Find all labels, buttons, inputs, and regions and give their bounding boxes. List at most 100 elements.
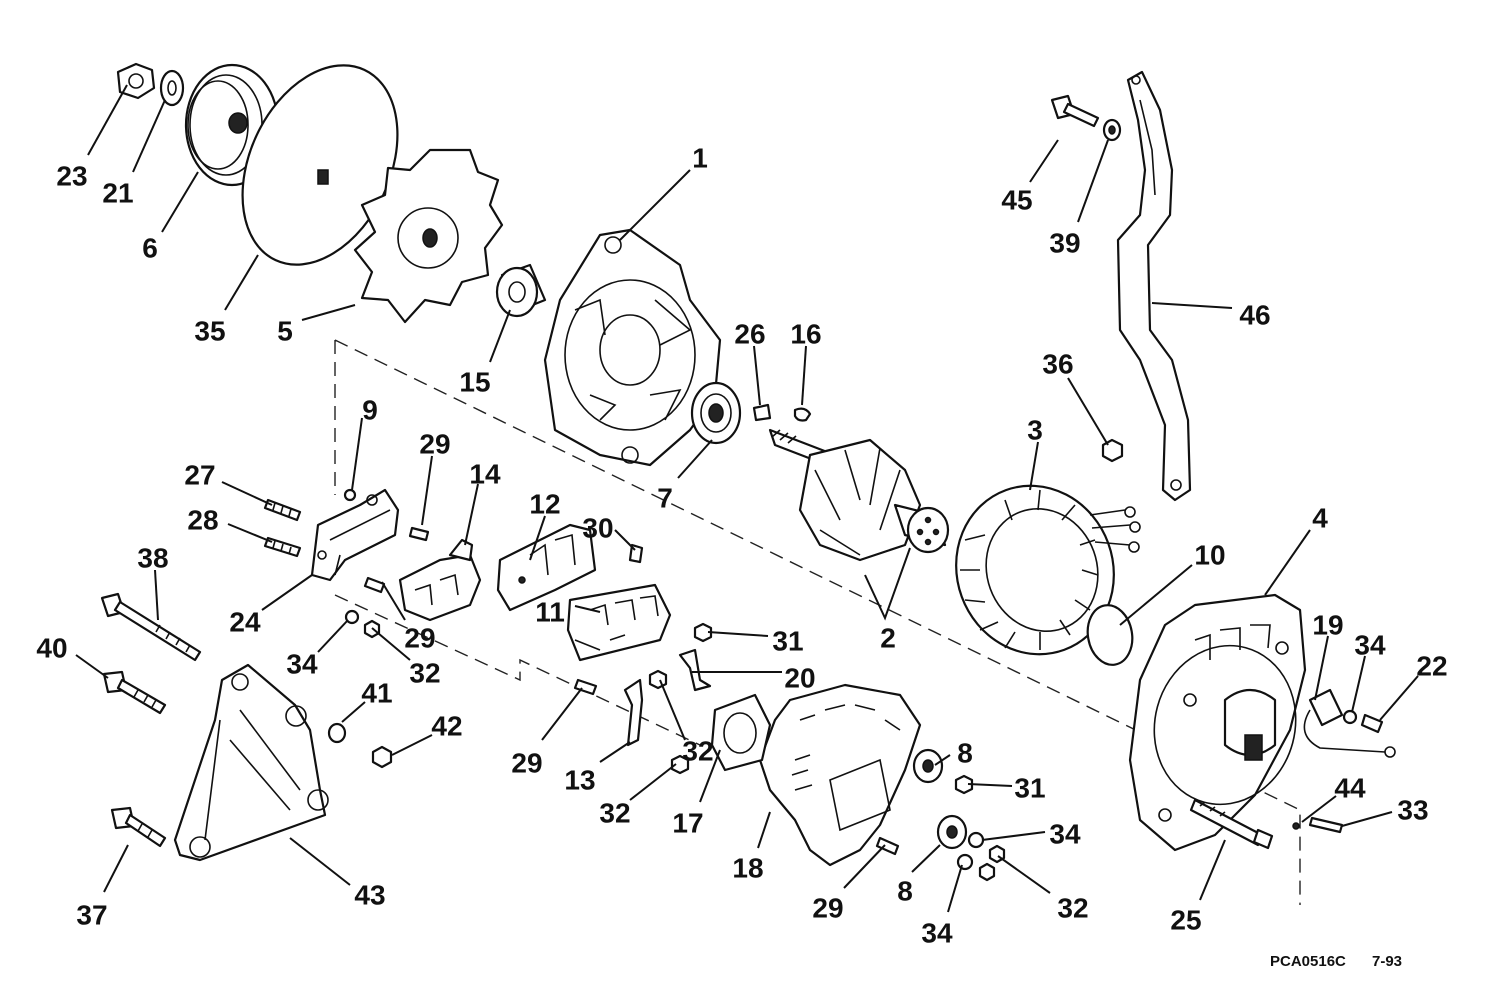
leader-line-25 xyxy=(1199,839,1226,901)
part-31-nut-lower xyxy=(954,774,974,795)
leader-line-32 xyxy=(371,627,411,661)
leader-line-38 xyxy=(154,569,159,621)
callout-41: 41 xyxy=(361,677,392,708)
callout-25: 25 xyxy=(1170,904,1201,935)
callout-34: 34 xyxy=(1049,818,1081,849)
leader-line-22 xyxy=(1379,675,1419,721)
leader-line-34 xyxy=(947,864,963,913)
part-32-nut-low xyxy=(670,754,690,775)
callout-14: 14 xyxy=(469,458,501,489)
leader-line-40 xyxy=(75,654,109,679)
leader-line-26 xyxy=(753,345,761,406)
callout-24: 24 xyxy=(229,606,261,637)
leader-line-32 xyxy=(659,679,686,741)
leader-line-11 xyxy=(574,605,601,613)
leader-line-23 xyxy=(87,84,128,156)
leader-line-15 xyxy=(489,309,511,363)
callout-4: 4 xyxy=(1312,502,1328,533)
leader-line-8 xyxy=(934,754,951,766)
callout-19: 19 xyxy=(1312,609,1343,640)
leader-line-13 xyxy=(599,741,631,763)
callout-32: 32 xyxy=(682,735,713,766)
callout-16: 16 xyxy=(790,318,821,349)
leader-line-31 xyxy=(967,783,1013,787)
leader-line-8 xyxy=(911,844,941,873)
callout-20: 20 xyxy=(784,662,815,693)
part-40-bolt xyxy=(102,670,167,715)
callout-3: 3 xyxy=(1027,414,1043,445)
callout-17: 17 xyxy=(672,807,703,838)
part-11-rectifier xyxy=(566,583,672,662)
part-34-washer-a xyxy=(967,831,985,849)
part-35-shield-disc xyxy=(241,64,399,266)
callout-27: 27 xyxy=(184,459,215,490)
leader-line-41 xyxy=(341,701,366,723)
part-26-screw xyxy=(752,403,772,422)
part-2-rotor xyxy=(768,428,950,562)
callout-31: 31 xyxy=(772,625,803,656)
callout-29: 29 xyxy=(419,428,450,459)
part-42-nut xyxy=(371,745,393,769)
leader-line-33 xyxy=(1341,811,1393,827)
part-9-clip xyxy=(343,488,357,502)
callout-11: 11 xyxy=(535,596,565,627)
callout-15: 15 xyxy=(459,366,490,397)
leader-line-32 xyxy=(629,763,677,801)
callout-12: 12 xyxy=(529,488,560,519)
callout-31: 31 xyxy=(1014,772,1045,803)
part-34-washer-left xyxy=(344,609,360,625)
leader-line-28 xyxy=(227,523,273,543)
callout-13: 13 xyxy=(564,764,595,795)
callout-26: 26 xyxy=(734,318,765,349)
leader-line-3 xyxy=(1029,441,1039,491)
leader-line-4 xyxy=(1264,529,1311,596)
callout-33: 33 xyxy=(1397,794,1428,825)
callout-7: 7 xyxy=(657,482,673,513)
part-16-key xyxy=(793,407,812,422)
callout-32: 32 xyxy=(599,797,630,828)
part-27-screw xyxy=(263,498,302,522)
leader-line-12 xyxy=(529,515,546,561)
callout-18: 18 xyxy=(732,852,763,883)
leader-line-46 xyxy=(1151,302,1233,309)
part-12-diode-trio xyxy=(496,523,597,612)
leader-line-35 xyxy=(224,254,259,311)
part-15-spacer xyxy=(495,263,547,318)
part-45-bolt xyxy=(1050,94,1100,128)
part-13-strap xyxy=(623,678,644,747)
part-8-bearing-upper xyxy=(912,748,944,784)
leader-line-17 xyxy=(699,749,721,803)
leader-line-7 xyxy=(677,439,713,479)
part-37-bolt xyxy=(110,806,167,848)
part-34-washer xyxy=(1342,709,1358,725)
part-34-washer-b xyxy=(956,853,974,871)
part-36-nut xyxy=(1101,438,1124,463)
callout-36: 36 xyxy=(1042,348,1073,379)
callout-23: 23 xyxy=(56,160,87,191)
leader-line-34 xyxy=(981,831,1046,841)
callout-35: 35 xyxy=(194,315,225,346)
leader-line-36 xyxy=(1067,377,1109,446)
callout-32: 32 xyxy=(1057,892,1088,923)
leader-line-32 xyxy=(997,855,1051,894)
callout-5: 5 xyxy=(277,315,293,346)
part-43-mounting-bracket xyxy=(173,663,329,862)
callout-45: 45 xyxy=(1001,184,1032,215)
leader-line-27 xyxy=(221,481,273,506)
callout-10: 10 xyxy=(1194,539,1225,570)
callout-38: 38 xyxy=(137,542,168,573)
part-39-washer xyxy=(1102,118,1122,142)
part-7-bearing xyxy=(690,381,742,445)
part-14-brush-holder xyxy=(398,538,482,622)
part-28-screw xyxy=(263,536,302,558)
part-44-ball xyxy=(1292,822,1300,830)
callout-29: 29 xyxy=(404,622,435,653)
part-41-washer xyxy=(327,722,347,744)
leader-line-24 xyxy=(261,574,313,611)
callout-46: 46 xyxy=(1239,299,1270,330)
part-21-washer xyxy=(159,69,185,107)
leader-line-42 xyxy=(391,734,433,756)
part-33-pin xyxy=(1308,816,1344,834)
